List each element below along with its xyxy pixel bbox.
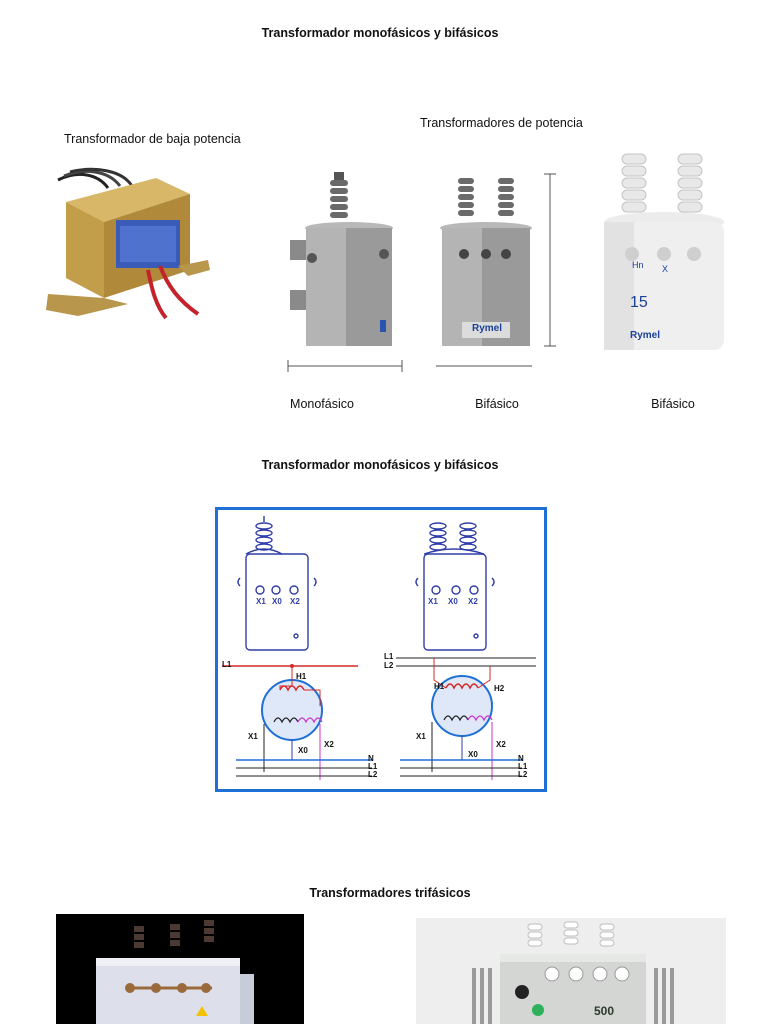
left-coil-x2: X2: [324, 740, 334, 749]
low-power-transformer-photo: [38, 166, 216, 322]
left-coil-x1: X1: [248, 732, 258, 741]
left-coil-x0: X0: [298, 746, 308, 755]
right-line-l2-top: L2: [384, 661, 394, 670]
right-line-n: N: [518, 754, 524, 763]
right-terminal-x2: X2: [468, 597, 478, 606]
bifasico-photo: Hn X 15 Rymel: [590, 146, 738, 362]
trifasico-photo-2: 500: [416, 918, 726, 1024]
left-line-l1-top: L1: [222, 660, 232, 669]
bifasico-drawing: Rymel: [432, 170, 558, 374]
potencia-heading: Transformadores de potencia: [420, 116, 583, 130]
left-line-l2: L2: [368, 770, 378, 779]
trifasicos-heading: Transformadores trifásicos: [309, 886, 471, 900]
left-terminal-x2: X2: [290, 597, 300, 606]
right-coil-h2: H2: [494, 684, 505, 693]
monofasico-drawing: [286, 170, 406, 374]
brand-label: Rymel: [472, 323, 503, 334]
right-coil-x1: X1: [416, 732, 426, 741]
left-terminal-x1: X1: [256, 597, 266, 606]
caption-bifasico-2: Bifásico: [651, 397, 695, 411]
right-line-l1: L1: [518, 762, 528, 771]
unit-label-x: X: [662, 264, 669, 274]
right-coil-x0: X0: [468, 750, 478, 759]
caption-bifasico-1: Bifásico: [475, 397, 519, 411]
baja-potencia-heading: Transformador de baja potencia: [64, 132, 241, 146]
unit-number: 15: [630, 294, 648, 311]
left-line-l1: L1: [368, 762, 378, 771]
left-coil-h1: H1: [296, 672, 307, 681]
trifasico-photo-1: [56, 914, 304, 1024]
unit-label-h: Hn: [632, 260, 644, 270]
diagram-heading: Transformador monofásicos y bifásicos: [261, 458, 499, 472]
page-title: Transformador monofásicos y bifásicos: [261, 26, 499, 40]
right-terminal-x0: X0: [448, 597, 458, 606]
wiring-diagram: X1 X0 X2 L1 H1 X1 X0 X2 N L1 L2 X1 X0 X2…: [215, 507, 547, 792]
right-coil-x2: X2: [496, 740, 506, 749]
right-coil-h1: H1: [434, 682, 445, 691]
right-terminal-x1: X1: [428, 597, 438, 606]
left-line-n: N: [368, 754, 374, 763]
unit-brand: Rymel: [630, 330, 661, 341]
kva-label: 500: [594, 1004, 615, 1018]
right-line-l2: L2: [518, 770, 528, 779]
right-line-l1-top: L1: [384, 652, 394, 661]
left-terminal-x0: X0: [272, 597, 282, 606]
caption-monofasico: Monofásico: [290, 397, 354, 411]
